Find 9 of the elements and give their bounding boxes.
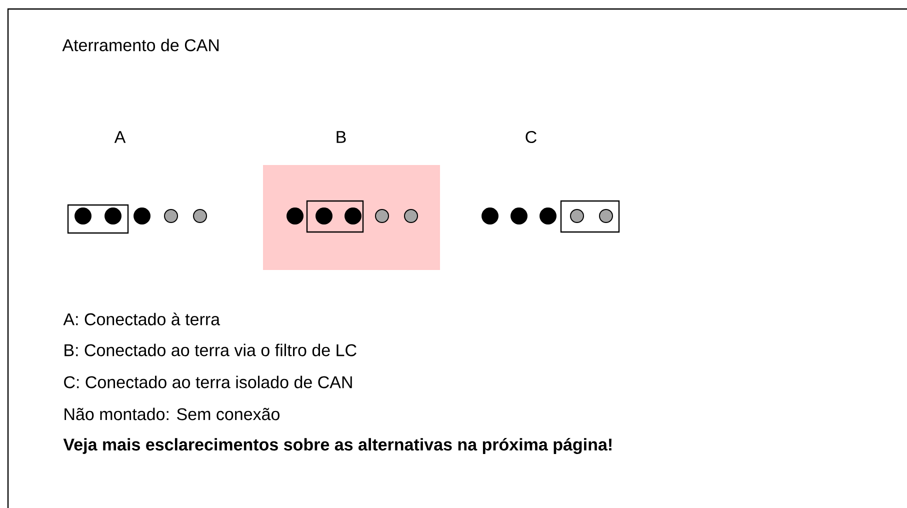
group-label: B	[336, 131, 346, 143]
legend-text: B: Conectado ao terra via o filtro de LC	[64, 344, 356, 356]
group-label: A	[114, 131, 126, 143]
title: Aterramento de CAN	[62, 38, 219, 52]
group-label: C	[526, 130, 536, 144]
legend-text: C: Conectado ao terra isolado de CAN	[64, 376, 352, 388]
legend-text: Não montado: Sem conexão	[64, 408, 280, 420]
note-text: Veja mais esclarecimentos sobre as alternativas na próxima página!	[63, 438, 612, 454]
legend-text: A: Conectado à terra	[63, 312, 220, 326]
